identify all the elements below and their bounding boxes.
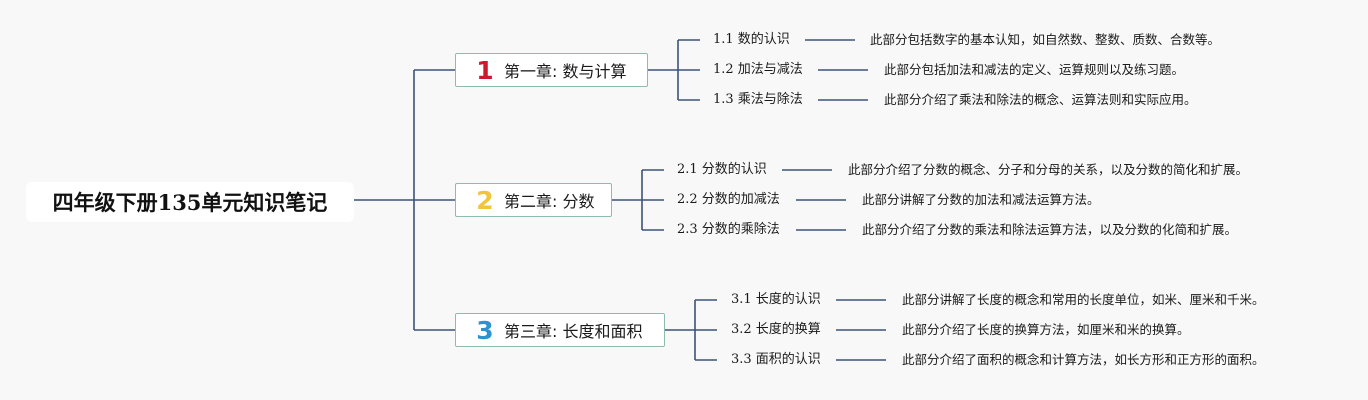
section-description-1-2: 此部分包括加法和减法的定义、运算规则以及练习题。: [884, 62, 1185, 77]
chapter-title: 第一章: 数与计算: [504, 62, 627, 81]
section-description-1-3: 此部分介绍了乘法和除法的概念、运算法则和实际应用。: [884, 92, 1197, 107]
chapter-node-3[interactable]: 3 第三章: 长度和面积: [455, 313, 665, 347]
section-description-1-1: 此部分包括数字的基本认知，如自然数、整数、质数、合数等。: [870, 32, 1221, 47]
section-node-3-1[interactable]: 3.1 长度的认识: [731, 292, 821, 307]
chapter-number-icon: 2: [476, 185, 494, 215]
section-node-3-2[interactable]: 3.2 长度的换算: [731, 322, 821, 337]
chapter-node-1[interactable]: 1 第一章: 数与计算: [455, 53, 648, 87]
section-description-2-2: 此部分讲解了分数的加法和减法运算方法。: [862, 192, 1100, 207]
section-node-2-2[interactable]: 2.2 分数的加减法: [677, 192, 780, 207]
section-description-3-1: 此部分讲解了长度的概念和常用的长度单位，如米、厘米和千米。: [902, 292, 1265, 307]
chapter-title: 第二章: 分数: [504, 192, 595, 211]
section-node-1-3[interactable]: 1.3 乘法与除法: [713, 92, 803, 107]
section-description-3-3: 此部分介绍了面积的概念和计算方法，如长方形和正方形的面积。: [902, 352, 1265, 367]
section-node-2-3[interactable]: 2.3 分数的乘除法: [677, 222, 780, 237]
section-node-1-1[interactable]: 1.1 数的认识: [713, 32, 790, 47]
chapter-node-2[interactable]: 2 第二章: 分数: [455, 183, 612, 217]
root-node[interactable]: 四年级下册135单元知识笔记: [26, 182, 354, 222]
chapter-title: 第三章: 长度和面积: [504, 322, 643, 341]
section-description-2-1: 此部分介绍了分数的概念、分子和分母的关系，以及分数的简化和扩展。: [848, 162, 1249, 177]
section-node-3-3[interactable]: 3.3 面积的认识: [731, 352, 821, 367]
section-description-3-2: 此部分介绍了长度的换算方法，如厘米和米的换算。: [902, 322, 1190, 337]
chapter-number-icon: 3: [476, 315, 494, 345]
chapter-number-icon: 1: [476, 55, 494, 85]
section-node-1-2[interactable]: 1.2 加法与减法: [713, 62, 803, 77]
section-description-2-3: 此部分介绍了分数的乘法和除法运算方法，以及分数的化简和扩展。: [862, 222, 1238, 237]
section-node-2-1[interactable]: 2.1 分数的认识: [677, 162, 767, 177]
